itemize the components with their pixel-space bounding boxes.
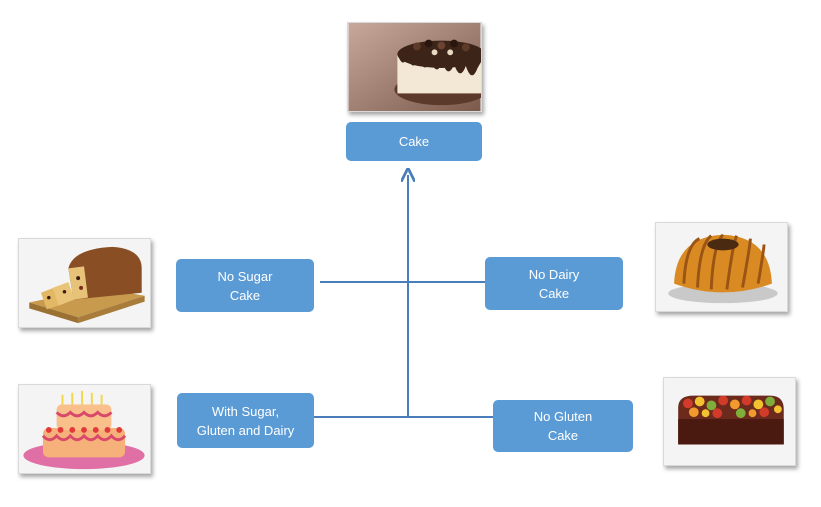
no-dairy-cake-node: No Dairy Cake <box>485 257 623 310</box>
no-gluten-cake-node: No Gluten Cake <box>493 400 633 452</box>
fruitcake-image <box>663 377 796 466</box>
no-sugar-cake-node: No Sugar Cake <box>176 259 314 312</box>
with-sugar-gluten-dairy-node: With Sugar, Gluten and Dairy <box>177 393 314 448</box>
bundt-cake-image <box>655 222 788 312</box>
cake-node: Cake <box>346 122 482 161</box>
fruit-loaf-cake-image <box>18 238 151 328</box>
tiered-birthday-cake-image <box>18 384 151 474</box>
chocolate-cheesecake-image <box>347 22 482 112</box>
